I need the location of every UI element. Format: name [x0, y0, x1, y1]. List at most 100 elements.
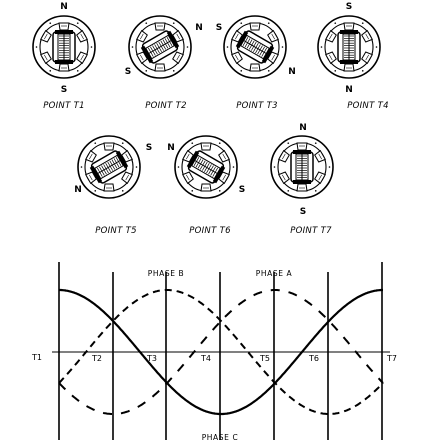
- stator-tooth: [58, 63, 70, 72]
- coil-marker: [375, 46, 378, 48]
- stator-tooth: [249, 63, 261, 72]
- motor-t6-caption: POINT T6: [189, 226, 231, 236]
- coil-marker: [267, 22, 270, 24]
- stator-tooth: [324, 29, 337, 43]
- rotor: [89, 150, 129, 184]
- coil-marker: [121, 190, 124, 192]
- stator-tooth: [343, 22, 355, 31]
- stator-tooth: [314, 171, 327, 185]
- coil-marker: [177, 166, 180, 168]
- phase-b-curve: [58, 289, 384, 415]
- motor-t7-pole-bottom: S: [300, 207, 306, 217]
- stator-outer-ring: [32, 15, 96, 79]
- motor-t7: N S POINT T7: [270, 123, 334, 236]
- stator-tooth: [181, 171, 194, 185]
- stator-tooth: [267, 51, 280, 65]
- coil-marker: [273, 166, 276, 168]
- motor-t6-diagram: [174, 135, 238, 199]
- coil-marker: [135, 166, 138, 168]
- coil-marker: [172, 70, 175, 72]
- motor-t1-pole-bottom: S: [61, 85, 67, 95]
- stator-tooth: [135, 29, 148, 43]
- coil-marker: [267, 70, 270, 72]
- stator-tooth: [324, 51, 337, 65]
- stator-tooth: [39, 51, 52, 65]
- stator-outer-ring: [174, 135, 238, 199]
- phase-a-label: PHASE A: [256, 269, 293, 278]
- phase-c-curve: [59, 288, 383, 416]
- rotor: [52, 30, 76, 64]
- coil-marker: [281, 46, 284, 48]
- motor-t5-diagram: [77, 135, 141, 199]
- stator-tooth: [84, 149, 97, 163]
- motor-t3: S N POINT T3: [216, 15, 296, 111]
- coil-marker: [361, 22, 364, 24]
- stator-tooth: [121, 171, 134, 185]
- motor-t2: N S POINT T2: [125, 15, 203, 111]
- motor-t7-caption: POINT T7: [290, 226, 332, 236]
- motor-t5-pole-bottom: N: [74, 185, 82, 195]
- motor-t2-pole-top: N: [195, 23, 203, 33]
- stator-tooth: [218, 149, 231, 163]
- stator-tooth: [361, 51, 374, 65]
- stator-tooth: [296, 142, 308, 151]
- coil-marker: [121, 142, 124, 144]
- stator-tooth: [76, 51, 89, 65]
- stator-tooth: [230, 51, 243, 65]
- motor-t4: S N POINT T4: [317, 2, 388, 111]
- stator-outer-ring: [128, 15, 192, 79]
- motor-t1-caption: POINT T1: [43, 101, 85, 111]
- motor-t3-caption: POINT T3: [236, 101, 278, 111]
- stator-tooth: [314, 149, 327, 163]
- coil-marker: [145, 22, 148, 24]
- stator-tooth: [343, 63, 355, 72]
- coil-marker: [186, 46, 189, 48]
- motor-t2-caption: POINT T2: [145, 101, 187, 111]
- coil-marker: [145, 70, 148, 72]
- time-label-t7: T7: [386, 354, 397, 363]
- coil-marker: [35, 46, 38, 48]
- motor-t2-pole-bottom: S: [125, 67, 131, 77]
- motor-t6-pole-bottom: S: [239, 185, 245, 195]
- rotor: [235, 30, 275, 64]
- stator-tooth: [361, 29, 374, 43]
- motor-t3-pole-top: S: [216, 23, 222, 33]
- coil-marker: [191, 142, 194, 144]
- coil-marker: [218, 190, 221, 192]
- motor-t4-pole-top: S: [346, 2, 352, 12]
- stator-outer-ring: [317, 15, 381, 79]
- stator-tooth: [267, 29, 280, 43]
- coil-marker: [320, 46, 323, 48]
- rotor: [337, 30, 361, 64]
- rotor: [290, 150, 314, 184]
- motor-t5-caption: POINT T5: [95, 226, 137, 236]
- motor-t5-pole-top: S: [146, 143, 152, 153]
- stator-tooth: [39, 29, 52, 43]
- coil-marker: [287, 142, 290, 144]
- stator-tooth: [200, 142, 212, 151]
- motor-t2-diagram: [128, 15, 192, 79]
- coil-marker: [287, 190, 290, 192]
- stator-tooth: [76, 29, 89, 43]
- motor-t3-pole-bottom: N: [288, 67, 296, 77]
- time-label-t1: T1: [31, 353, 42, 362]
- time-label-t5: T5: [259, 354, 270, 363]
- coil-marker: [240, 70, 243, 72]
- motor-t6-pole-top: N: [167, 143, 175, 153]
- stator-tooth: [154, 63, 166, 72]
- time-label-t2: T2: [91, 354, 102, 363]
- coil-marker: [49, 70, 52, 72]
- waveform-chart: PHASE B PHASE A PHASE C T1 T2 T3 T4 T5 T…: [31, 262, 397, 442]
- motor-t7-diagram: [270, 135, 334, 199]
- stator-tooth: [277, 149, 290, 163]
- time-label-t4: T4: [200, 354, 211, 363]
- stator-tooth: [172, 51, 185, 65]
- stator-outer-ring: [223, 15, 287, 79]
- phase-c-label: PHASE C: [202, 433, 239, 442]
- stator-tooth: [103, 142, 115, 151]
- motor-t7-pole-top: N: [299, 123, 307, 133]
- coil-marker: [328, 166, 331, 168]
- coil-marker: [240, 22, 243, 24]
- coil-marker: [191, 190, 194, 192]
